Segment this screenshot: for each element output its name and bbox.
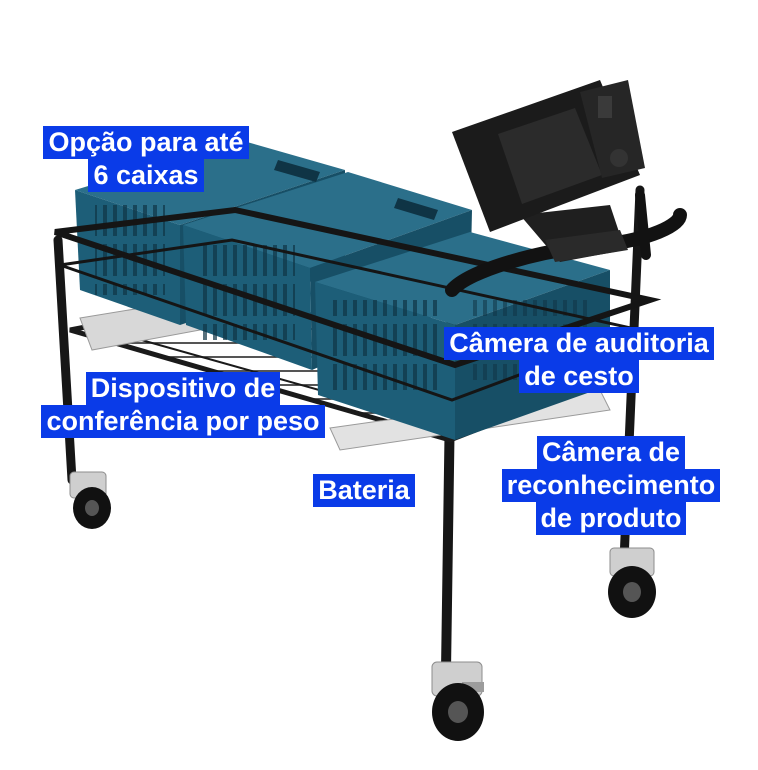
audit-camera-tablet (452, 80, 645, 232)
label-battery: Bateria (304, 474, 424, 507)
label-crates-line-1: Opção para até (43, 126, 249, 159)
label-product-camera-line-1: Câmera de (536, 436, 686, 469)
label-weight-device: Dispositivo de conferência por peso (24, 372, 342, 438)
label-audit-camera: Câmera de auditoria de cesto (420, 327, 738, 393)
label-product-camera: Câmera de reconhecimento de produto (484, 436, 738, 535)
label-battery-line-1: Bateria (313, 474, 415, 507)
label-weight-device-line-2: conferência por peso (41, 405, 325, 438)
label-product-camera-line-3: de produto (535, 502, 687, 535)
label-product-camera-line-2: reconhecimento (501, 469, 721, 502)
caster-front-left (69, 471, 111, 529)
label-crates: Opção para até 6 caixas (26, 126, 266, 192)
caster-back-right (608, 547, 656, 618)
label-crates-line-2: 6 caixas (88, 159, 204, 192)
label-audit-camera-line-2: de cesto (519, 360, 639, 393)
label-weight-device-line-1: Dispositivo de (85, 372, 281, 405)
tablet-mount (520, 205, 628, 262)
label-audit-camera-line-1: Câmera de auditoria (444, 327, 714, 360)
caster-front-right (431, 661, 484, 741)
